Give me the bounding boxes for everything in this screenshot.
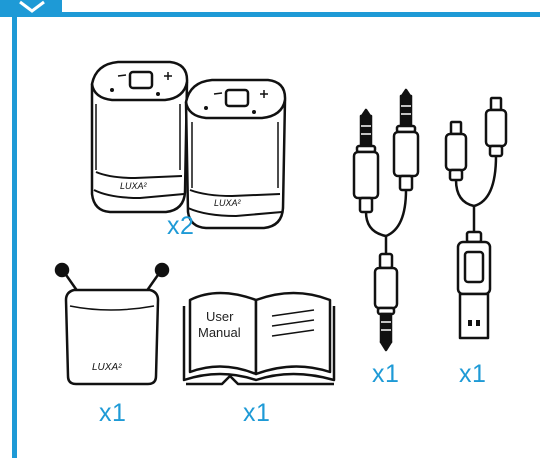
chevron-down-icon <box>20 2 44 11</box>
audio-splitter-cable <box>354 90 418 350</box>
speaker-right-brand: LUXA² <box>214 198 242 208</box>
manual-title-line2: Manual <box>198 325 241 341</box>
pouch-brand: LUXA² <box>92 362 122 373</box>
usb-cable <box>446 98 506 338</box>
manual-quantity: x1 <box>243 399 270 428</box>
speakers-quantity: x2 <box>167 212 194 241</box>
audio-cable-quantity: x1 <box>372 360 399 389</box>
usb-cable-quantity: x1 <box>459 360 486 389</box>
manual-title-line1: User <box>206 309 233 325</box>
pouch-quantity: x1 <box>99 399 126 428</box>
speaker-left-brand: LUXA² <box>120 181 148 191</box>
speaker-right: LUXA² <box>186 80 285 228</box>
speaker-left: LUXA² <box>92 62 187 212</box>
carrying-pouch: LUXA² <box>56 264 168 384</box>
